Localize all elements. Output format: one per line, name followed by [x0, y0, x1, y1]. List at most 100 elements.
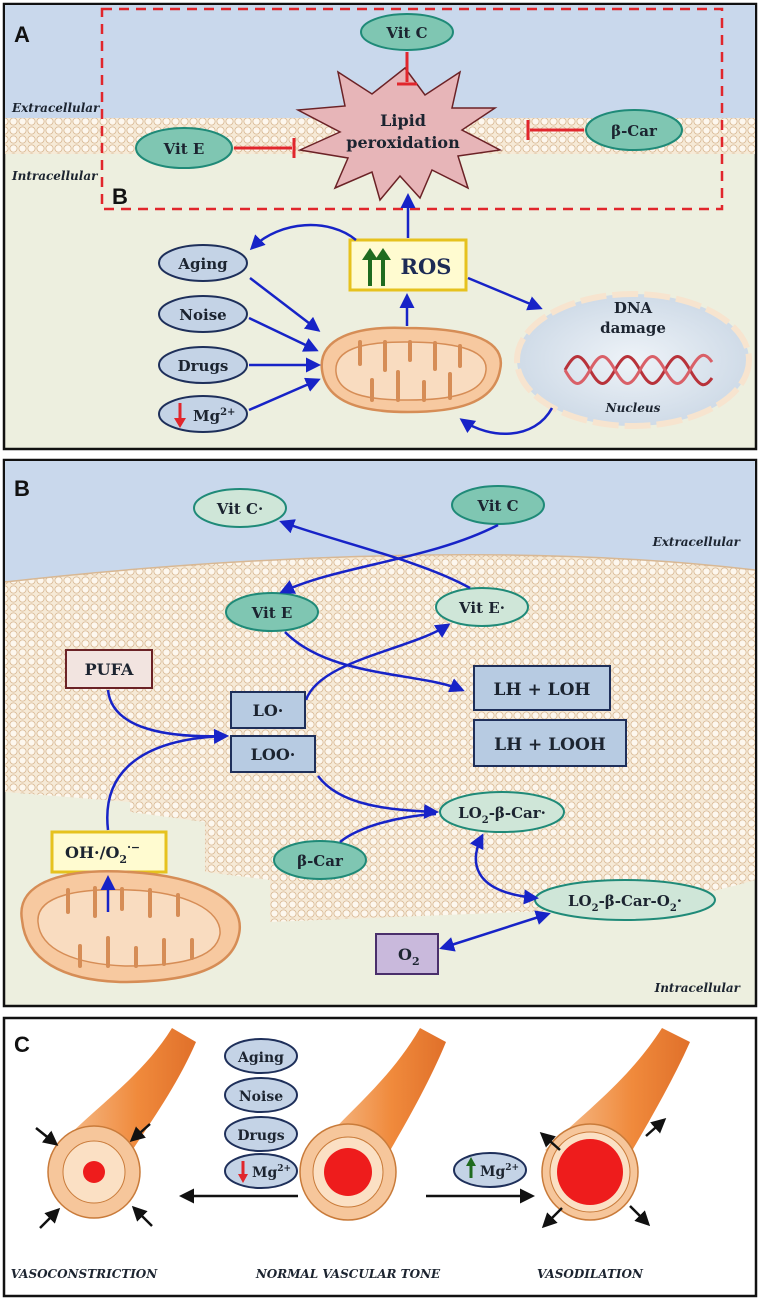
- nucleus-label: Nucleus: [605, 401, 661, 415]
- lh-looh-label: LH + LOOH: [494, 735, 606, 755]
- vit-c-label: Vit C: [385, 24, 427, 42]
- dna-label-line1: DNA: [614, 299, 653, 317]
- vit-c-oval-b: [451, 485, 545, 525]
- factor-noise-c: Noise: [224, 1077, 298, 1113]
- panel-b-membrane: [5, 554, 755, 922]
- nucleus: DNA damage Nucleus: [514, 291, 752, 429]
- lumen-narrow: [83, 1161, 105, 1183]
- vit-e-radical-label: Vit E·: [458, 599, 505, 617]
- arrow-o2-adduct: [439, 910, 551, 952]
- vit-e-oval-b: [225, 592, 319, 632]
- arrow-oh-lo: [106, 728, 229, 831]
- vessel-constricted: [35, 1028, 196, 1229]
- panel-b: B Extracellular Intracellular Vit C· Vit…: [2, 458, 758, 1008]
- factor-drugs-c-label: Drugs: [237, 1128, 284, 1144]
- loo-label: LOO·: [251, 745, 296, 764]
- factor-mg-high-c: Mg2+: [453, 1152, 527, 1188]
- panel-a: A Extracellular Intracellular B Lipid pe…: [2, 2, 758, 451]
- vit-e-label-b: Vit E: [251, 604, 293, 622]
- arrow-loo-lo2car: [316, 775, 439, 819]
- vessel-dilated: [539, 1028, 690, 1229]
- factor-mg-low: Mg2+: [158, 395, 248, 433]
- expand-arrow-icon: [645, 1118, 667, 1137]
- vit-c-label-b: Vit C: [476, 497, 518, 515]
- pufa-box: [65, 649, 153, 689]
- pufa-label: PUFA: [85, 660, 134, 679]
- extracellular-label: Extracellular: [11, 101, 101, 115]
- dna-helix-icon: [563, 353, 714, 387]
- lo-box: [230, 691, 306, 729]
- lo2-car-oval: [439, 791, 565, 833]
- dna-label-line2: damage: [600, 319, 666, 337]
- arrow-vite-lh: [284, 631, 465, 693]
- caption-vasodilation: VASODILATION: [537, 1267, 644, 1281]
- factor-drugs-c: Drugs: [224, 1116, 298, 1152]
- intracellular-label: Intracellular: [11, 169, 99, 183]
- lh-loh-label: LH + LOH: [494, 680, 591, 700]
- expand-arrow-icon: [539, 1132, 561, 1151]
- factor-aging-c-label: Aging: [237, 1050, 284, 1066]
- vit-e-label: Vit E: [163, 140, 205, 158]
- mitochondrion-b: [20, 870, 241, 984]
- lipid-label-line1: Lipid: [380, 111, 426, 130]
- panel-letter-b: B: [14, 476, 30, 501]
- factor-aging: Aging: [158, 244, 248, 282]
- expand-arrow-icon: [629, 1205, 651, 1227]
- lo2-car-label: LO2-β-Car·: [458, 804, 546, 826]
- factor-mg-up-label: Mg2+: [480, 1163, 519, 1180]
- arrow-aging-mito: [249, 277, 321, 332]
- lo2-car-o2-label: LO2-β-Car-O2·: [568, 892, 682, 914]
- caption-normal: NORMAL VASCULAR TONE: [255, 1267, 441, 1281]
- lipid-label-line2: peroxidation: [346, 133, 460, 152]
- arrow-ros-dna: [467, 276, 543, 311]
- arrow-lo-viteradical: [304, 623, 451, 701]
- factor-mg-label: Mg2+: [193, 407, 235, 425]
- lumen-wide: [557, 1139, 623, 1205]
- lh-looh-box: [473, 719, 627, 767]
- panel-b-extracellular-label: Extracellular: [652, 535, 742, 549]
- panel-c: C: [2, 1016, 758, 1298]
- squeeze-arrow-icon: [35, 1127, 59, 1146]
- vit-e-oval: [135, 127, 233, 169]
- inset-b-outline: [100, 7, 724, 211]
- factor-noise-c-label: Noise: [239, 1089, 283, 1105]
- lo-label: LO·: [253, 701, 284, 720]
- squeeze-arrow-icon: [129, 1123, 151, 1142]
- panel-letter-a: A: [14, 22, 30, 47]
- arrow-ros-aging: [249, 223, 357, 251]
- panel-letter-c: C: [14, 1032, 30, 1057]
- membrane-top-edge: [4, 554, 756, 583]
- o2-label: O2: [398, 945, 420, 968]
- factor-aging-label: Aging: [177, 255, 228, 273]
- arrow-noise-mito: [248, 316, 319, 352]
- factor-noise-label: Noise: [179, 306, 226, 324]
- factor-mg-low-c: Mg2+: [224, 1153, 298, 1189]
- mitochondrion-a: [320, 326, 503, 414]
- factor-mg-c-label: Mg2+: [252, 1164, 291, 1181]
- down-arrow-icon: [238, 1161, 248, 1183]
- lh-loh-box: [473, 665, 611, 711]
- lipid-peroxidation-burst: [295, 66, 503, 202]
- ros-label: ROS: [401, 254, 452, 279]
- lumen-normal: [324, 1148, 372, 1196]
- arrow-dna-mito: [459, 407, 554, 435]
- caption-vasoconstriction: VASOCONSTRICTION: [11, 1267, 159, 1281]
- arrow-betacar-lo2car: [339, 812, 437, 843]
- up-arrow-icon: [466, 1157, 476, 1178]
- vessel-normal: [299, 1028, 446, 1221]
- panel-b-intracellular-label: Intracellular: [654, 981, 742, 995]
- factor-drugs: Drugs: [158, 346, 248, 384]
- factor-drugs-label: Drugs: [178, 357, 229, 375]
- inset-letter-b: B: [112, 184, 128, 209]
- factor-aging-c: Aging: [224, 1038, 298, 1074]
- arrow-vitc-vite: [279, 523, 499, 594]
- beta-car-oval: [585, 109, 683, 151]
- squeeze-arrow-icon: [39, 1207, 61, 1229]
- loo-box: [230, 735, 316, 773]
- oh-radical-label: OH·/O2·−: [65, 841, 140, 866]
- beta-car-oval-b: [273, 840, 367, 880]
- arrow-mg-mito: [248, 377, 321, 412]
- vit-e-radical-oval: [435, 587, 529, 627]
- down-arrow-icon: [174, 403, 186, 428]
